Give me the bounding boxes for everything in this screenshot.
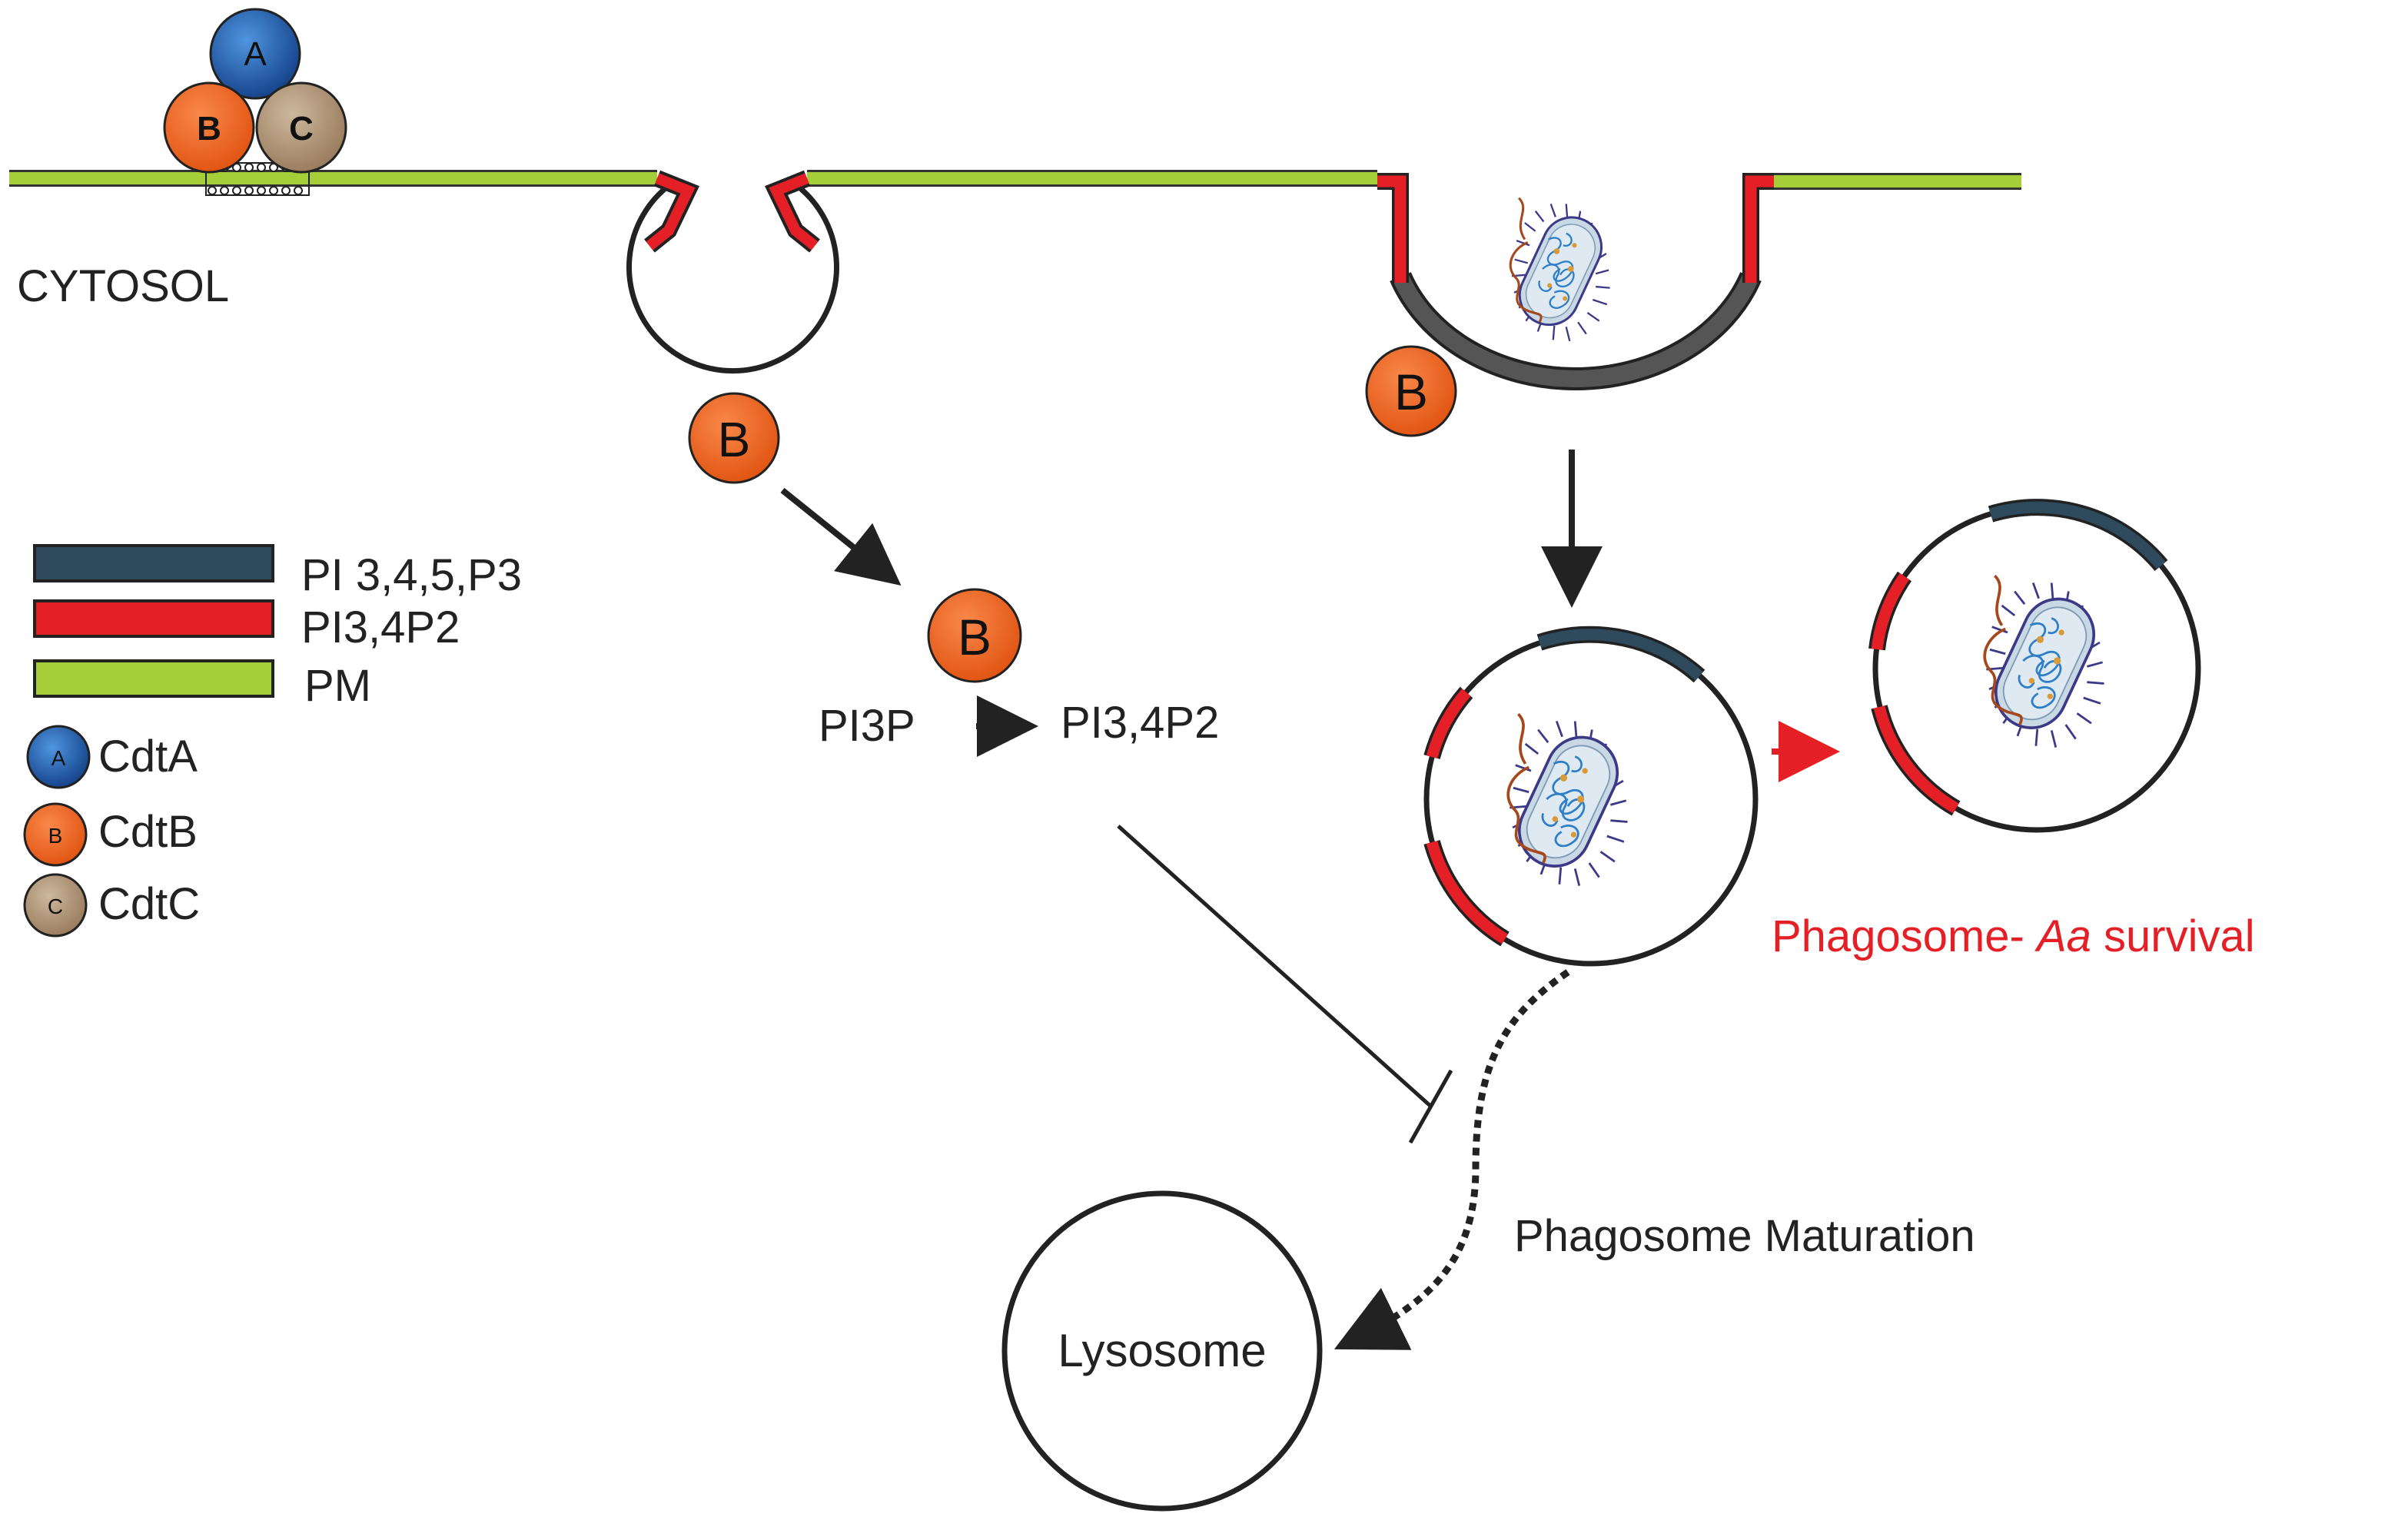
bacterium-phagosome-1	[1508, 714, 1629, 885]
phagosome-survival	[1868, 499, 2201, 833]
cytosol-label: CYTOSOL	[17, 261, 229, 311]
legend-label-cdtb: CdtB	[98, 807, 198, 857]
phagosome-mature	[1423, 626, 1759, 967]
legend-cdtc-icon	[23, 873, 88, 938]
bacterium-cup	[1510, 198, 1611, 341]
cdta-letter: A	[244, 35, 267, 73]
lysosome: Lysosome	[1001, 1190, 1323, 1512]
maturation-label: Phagosome Maturation	[1514, 1211, 1975, 1261]
cdtb-vesicle: B	[688, 392, 780, 484]
legend-swatch-pi34p2	[33, 599, 274, 638]
legend-label-cdtc: CdtC	[98, 879, 200, 929]
legend-label-pm: PM	[304, 661, 371, 711]
endocytic-vesicle	[626, 170, 839, 374]
cdtc-letter: C	[289, 110, 314, 148]
vesicle-arrow	[780, 487, 902, 586]
cdtb-cup-letter: B	[1394, 363, 1428, 420]
legend-cdta-icon	[26, 725, 91, 789]
cdtb-free: B	[927, 588, 1022, 683]
cdt-holotoxin: A B C	[163, 8, 347, 174]
legend-label-pi34p2: PI3,4P2	[301, 602, 460, 652]
cdtb-free-letter: B	[958, 609, 991, 665]
legend-swatch-pip3	[33, 544, 274, 582]
legend-label-cdta: CdtA	[98, 732, 198, 782]
bacterium-phagosome-2	[1985, 576, 2106, 747]
inhibition-line	[1117, 825, 1453, 1144]
legend-cdta-letter: A	[51, 746, 66, 770]
cdtb-vesicle-letter: B	[718, 412, 751, 467]
legend-cdtc-letter: C	[48, 894, 63, 918]
legend-cdtb-letter: B	[48, 824, 63, 848]
lysosome-label: Lysosome	[1058, 1325, 1266, 1376]
cdtb-letter: B	[197, 110, 221, 148]
legend-label-pip3: PI 3,4,5,P3	[301, 550, 522, 600]
pi34p2-product-label: PI3,4P2	[1061, 698, 1219, 748]
survival-label: Phagosome- Aa survival	[1772, 911, 2255, 961]
legend: PI 3,4,5,P3 PI3,4P2 PM A CdtA B CdtB C C…	[23, 544, 522, 938]
pi3p-label: PI3P	[819, 701, 915, 751]
legend-cdtb-icon	[23, 802, 88, 867]
plasma-membrane	[9, 170, 2021, 190]
cdtb-cup: B	[1365, 345, 1457, 437]
phagocytic-cup	[1377, 173, 1774, 390]
legend-swatch-pm	[33, 659, 274, 698]
maturation-arrow	[1334, 969, 1570, 1350]
